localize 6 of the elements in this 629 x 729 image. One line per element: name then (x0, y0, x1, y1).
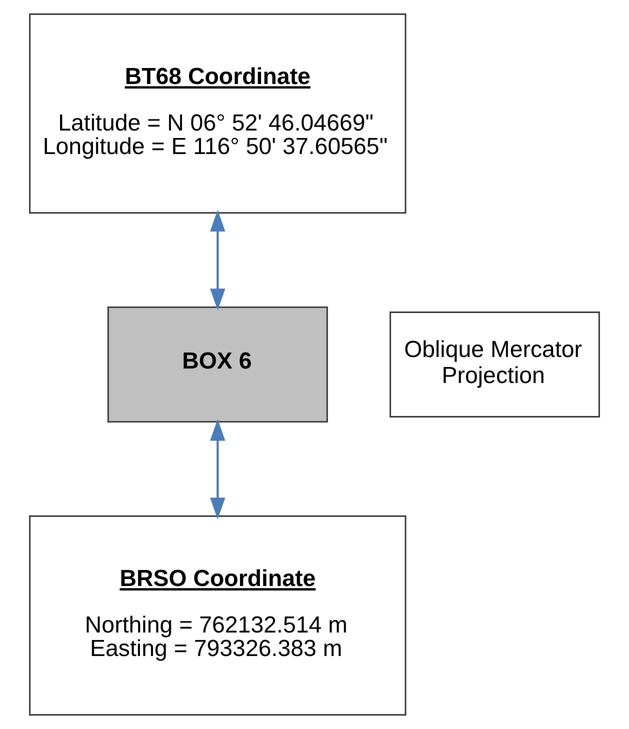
node-box: BOX 6 (107, 306, 328, 423)
node-box: BT68 Coordinate Latitude = N 06° 52' 46.04669" Longitude = E 116° 50' 37.60565" (29, 13, 406, 214)
arrow (210, 210, 226, 310)
arrow (210, 418, 226, 520)
node-box: BRSO Coordinate Northing = 762132.514 m Easting = 793326.383 m (29, 515, 406, 716)
node-box: Oblique Mercator Projection (390, 312, 600, 418)
